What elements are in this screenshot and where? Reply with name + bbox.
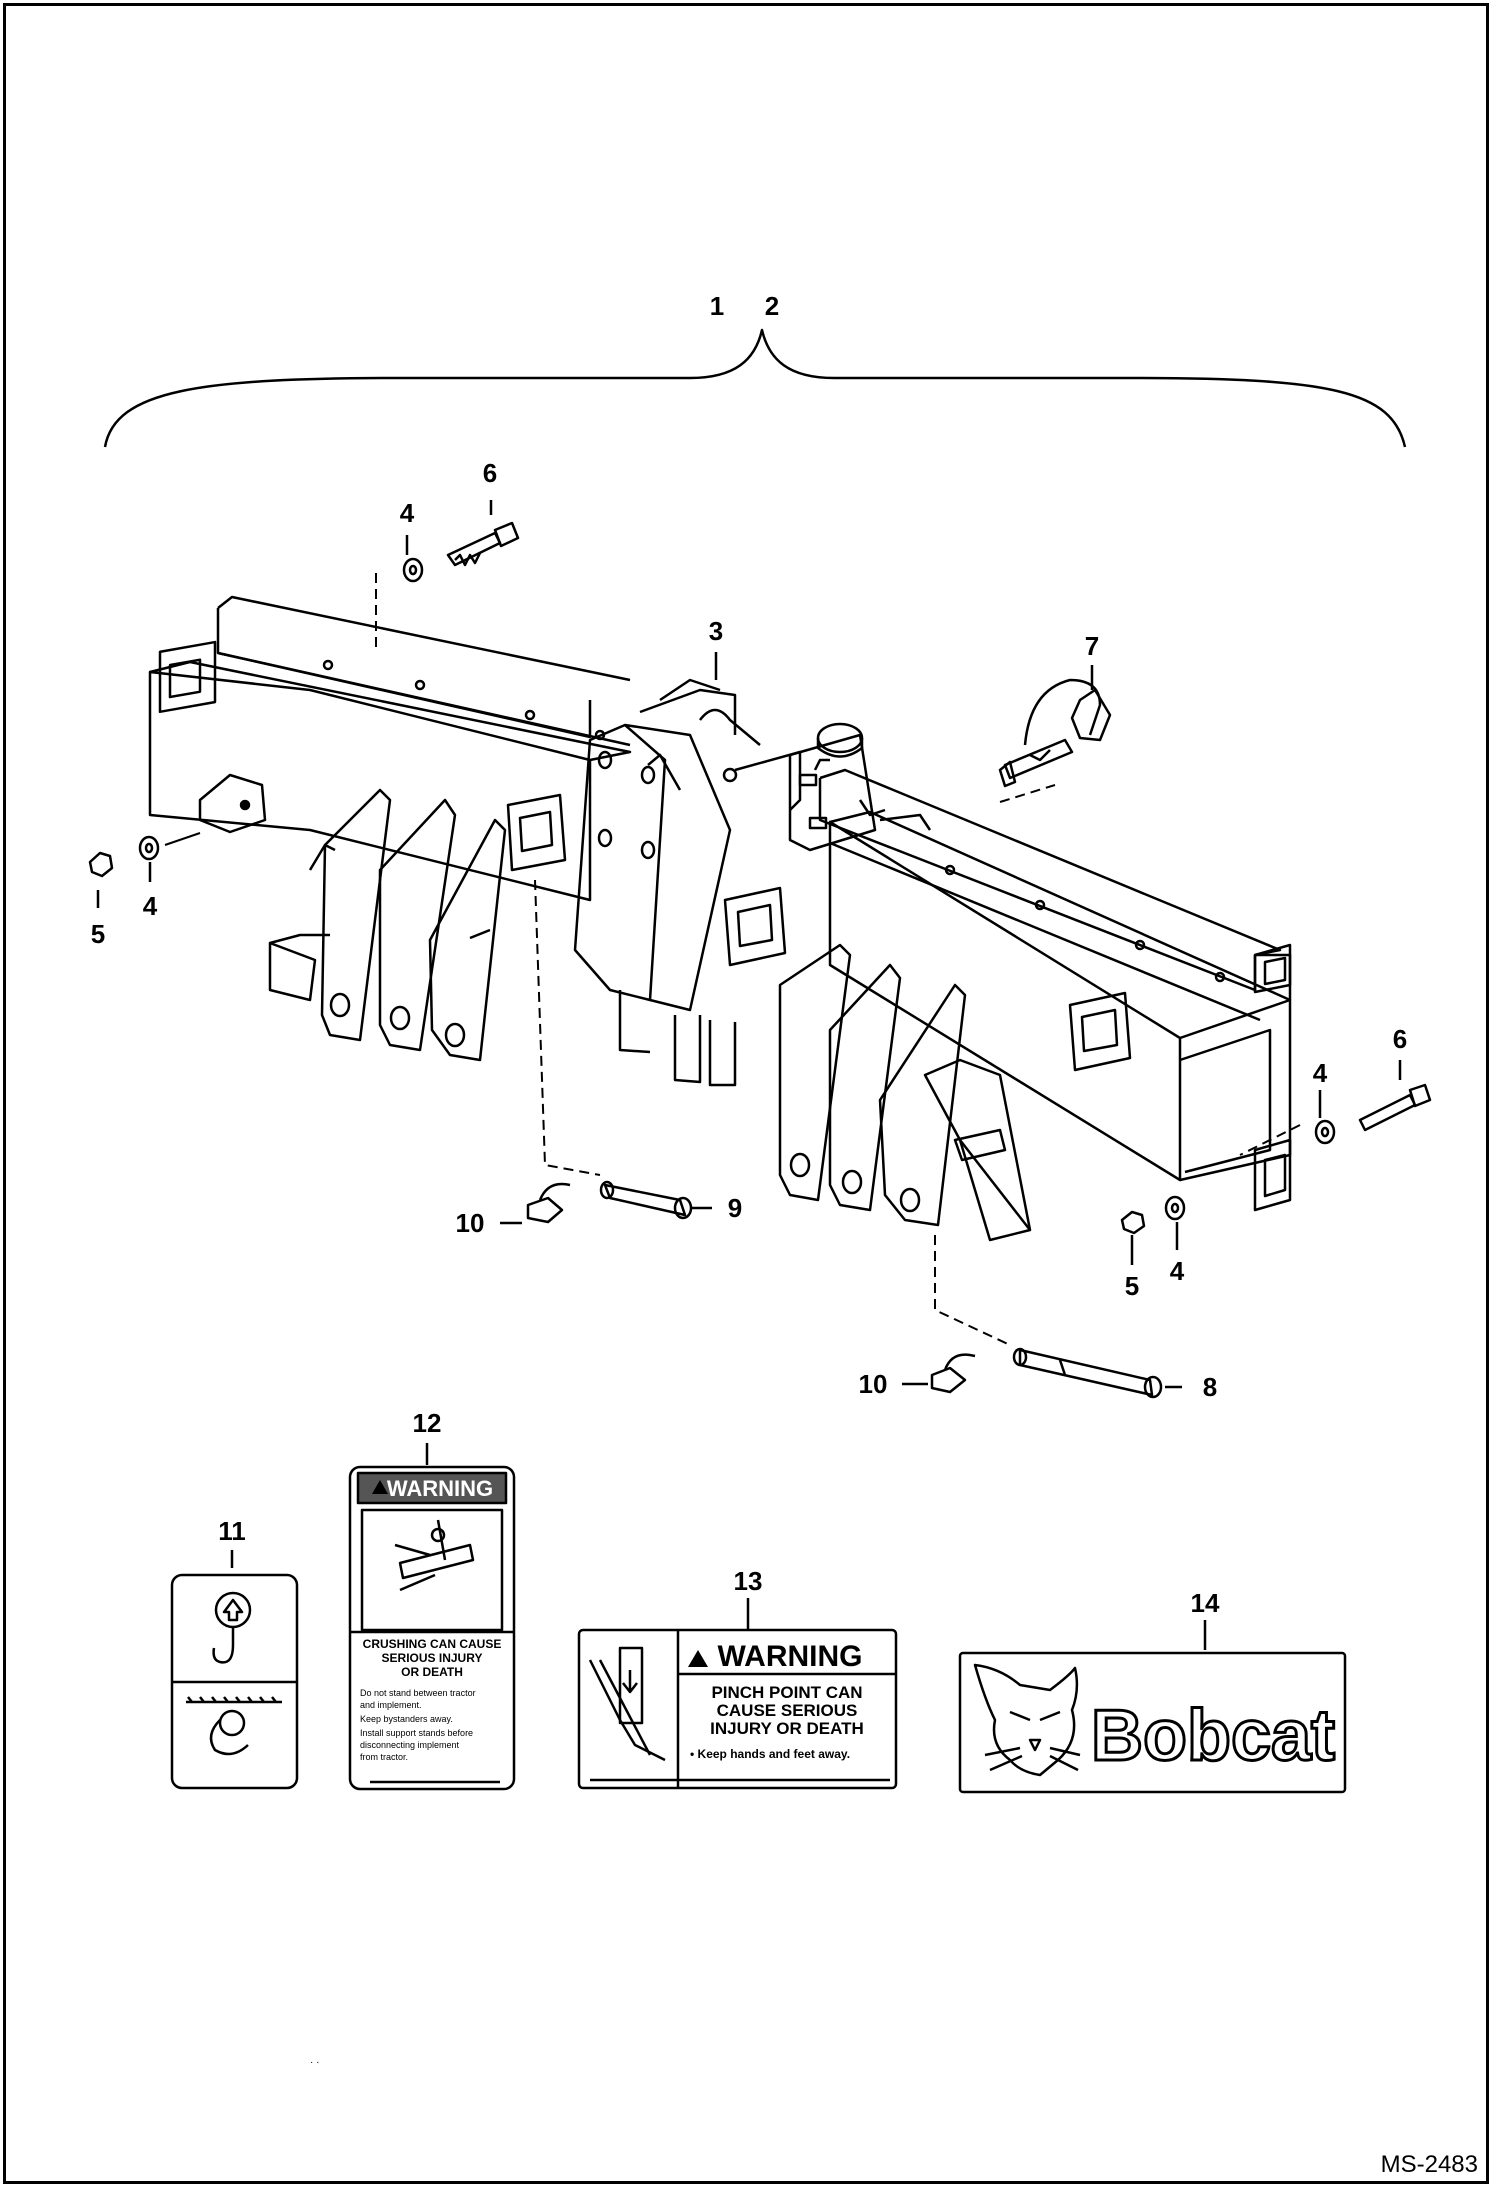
- callout-8: 8: [1203, 1372, 1217, 1402]
- drawing-number: MS-2483: [1380, 2151, 1478, 2178]
- stray-mark: · ·: [310, 2057, 319, 2068]
- callout-5-left: 5: [91, 919, 105, 949]
- callout-13: 13: [734, 1566, 763, 1596]
- hardware: [88, 521, 1432, 1399]
- callout-12: 12: [413, 1408, 442, 1438]
- decal-13-hazard-1: PINCH POINT CAN: [711, 1683, 862, 1702]
- assembly-brace: [103, 328, 1407, 448]
- decal-12: [348, 1465, 516, 1791]
- decal-12-hazard-1: CRUSHING CAN CAUSE: [363, 1637, 502, 1651]
- callout-14: 14: [1191, 1588, 1220, 1618]
- decal-14: [958, 1651, 1347, 1794]
- decal-13-header: WARNING: [718, 1640, 863, 1673]
- decal-12-instr-4: Install support stands before: [360, 1728, 473, 1738]
- decal-13-hazard-2: CAUSE SERIOUS: [717, 1701, 858, 1720]
- callout-4-right: 4: [1313, 1058, 1328, 1088]
- end-plate-left: [198, 773, 267, 834]
- decal-12-instr-2: and implement.: [360, 1700, 422, 1710]
- callout-1: 1: [710, 291, 724, 321]
- decal-14-brand: Bobcat: [1091, 1696, 1335, 1776]
- callout-2: 2: [765, 291, 779, 321]
- decal-12-instr-5: disconnecting implement: [360, 1740, 460, 1750]
- lift-lugs: [158, 640, 1292, 1212]
- right-lower-plates: [778, 943, 1032, 1242]
- beam-holes: [322, 659, 1226, 983]
- decal-12-hazard-2: SERIOUS INJURY: [382, 1651, 483, 1665]
- decal-12-instr-1: Do not stand between tractor: [360, 1688, 476, 1698]
- left-lower-plates: [268, 788, 507, 1062]
- callout-6-right: 6: [1393, 1024, 1407, 1054]
- decal-11: [170, 1573, 299, 1790]
- callout-10-upper: 10: [456, 1208, 485, 1238]
- callout-5-right: 5: [1125, 1271, 1139, 1301]
- callout-4-left: 4: [143, 891, 158, 921]
- callout-3: 3: [709, 616, 723, 646]
- callout-4-top: 4: [400, 498, 415, 528]
- pivot-assembly: [573, 678, 932, 1087]
- page-border: [3, 3, 1489, 2184]
- callout-9: 9: [728, 1193, 742, 1223]
- callout-4-lower: 4: [1170, 1256, 1185, 1286]
- decal-12-instr-6: from tractor.: [360, 1752, 408, 1762]
- decal-13: [577, 1628, 898, 1790]
- callout-11: 11: [218, 1516, 246, 1546]
- decal-13-instr-1: • Keep hands and feet away.: [690, 1747, 850, 1761]
- callout-7: 7: [1085, 631, 1099, 661]
- bobcat-head-logo: [973, 1663, 1079, 1777]
- decal-13-hazard-3: INJURY OR DEATH: [710, 1719, 864, 1738]
- decal-12-instr-3: Keep bystanders away.: [360, 1714, 453, 1724]
- callout-6-top: 6: [483, 458, 497, 488]
- decal-12-hazard-3: OR DEATH: [401, 1665, 463, 1679]
- main-beam: [148, 595, 1292, 1182]
- callouts: 1 2 3 4 6 7 4 5 6 4 5 4 10 9 8 10 12 11 …: [91, 291, 1407, 1618]
- decal-12-header: WARNING: [387, 1476, 493, 1501]
- callout-10-lower: 10: [859, 1369, 888, 1399]
